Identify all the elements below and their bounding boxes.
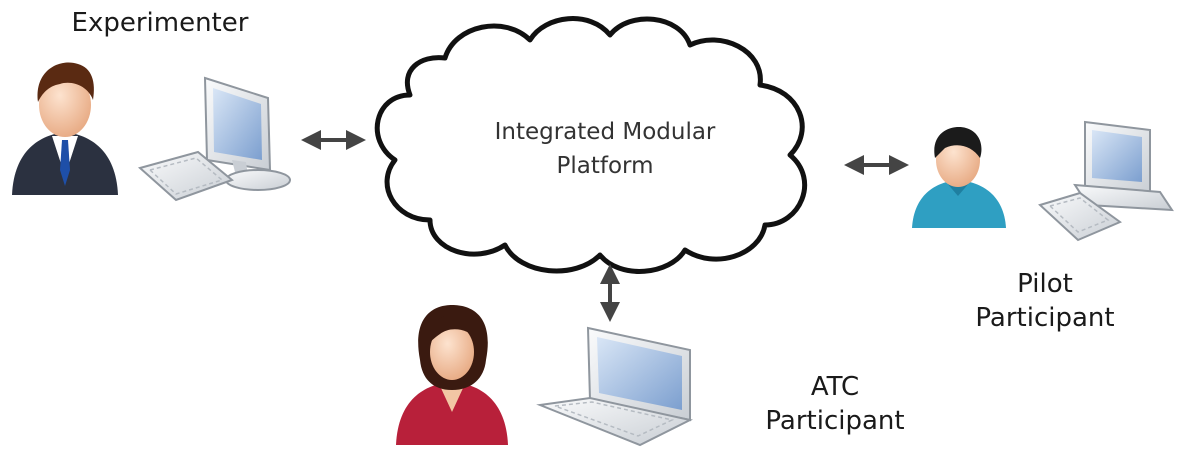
atc-avatar-icon [396,305,508,445]
platform-label-line1: Integrated Modular [494,119,716,145]
platform-label-line2: Platform [556,153,654,179]
atc-laptop-icon [536,326,693,447]
atc-label: ATC Participant [745,370,925,438]
experimenter-computer-icon [137,76,291,202]
experimenter-label: Experimenter [71,8,249,38]
atc-label-line2: Participant [765,406,905,436]
pilot-label: Pilot Participant [955,267,1135,335]
atc-label-line1: ATC [810,372,860,402]
pilot-label-line2: Participant [975,303,1115,333]
pilot-label-line1: Pilot [1017,269,1073,299]
platform-label: Integrated Modular Platform [445,115,765,183]
pilot-computer-icon [1038,120,1174,242]
pilot-avatar-icon [912,127,1006,228]
platform-cloud [374,16,808,274]
experimenter-avatar-icon [12,62,118,195]
